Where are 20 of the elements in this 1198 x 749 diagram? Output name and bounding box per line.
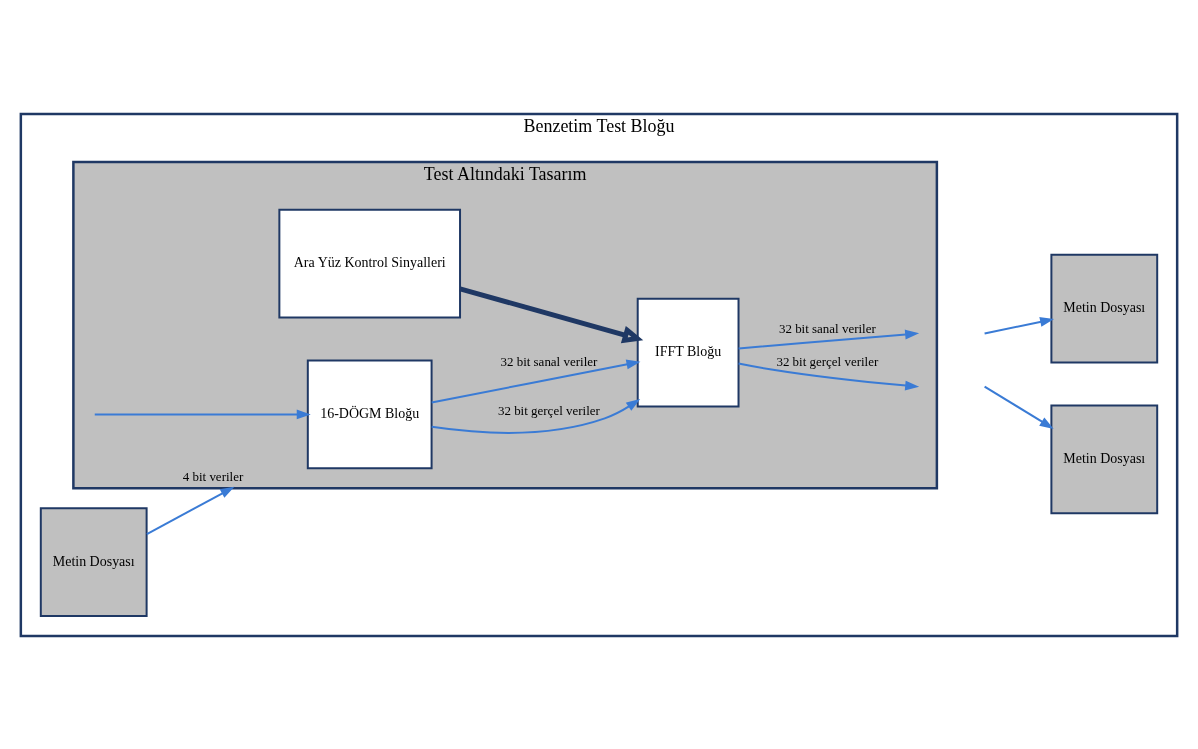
edge-label: 32 bit sanal veriler (778, 320, 876, 336)
edge-label: 32 bit gerçel veriler (497, 402, 600, 418)
arrow (145, 486, 235, 535)
node-box: Metin Dosyası (39, 506, 148, 617)
node-box: Metin Dosyası (1050, 403, 1159, 514)
node-box: Ara Yüz Kontrol Sinyalleri (278, 208, 462, 319)
arrow (737, 361, 920, 390)
arrow (430, 359, 641, 403)
arrow (983, 316, 1055, 335)
edge-label: 32 bit gerçel veriler (776, 353, 879, 369)
arrow (983, 385, 1054, 429)
node-box: 16-DÖGM Bloğu (306, 359, 433, 469)
arrow (93, 409, 311, 419)
arrow (430, 398, 641, 434)
arrow (459, 285, 644, 343)
edge-label: 32 bit sanal veriler (500, 353, 598, 369)
edge-label: 4 bit veriler (182, 468, 244, 484)
arrow (737, 329, 920, 349)
node-box: Metin Dosyası (1050, 253, 1159, 363)
node-box: IFFT Bloğu (636, 297, 740, 407)
